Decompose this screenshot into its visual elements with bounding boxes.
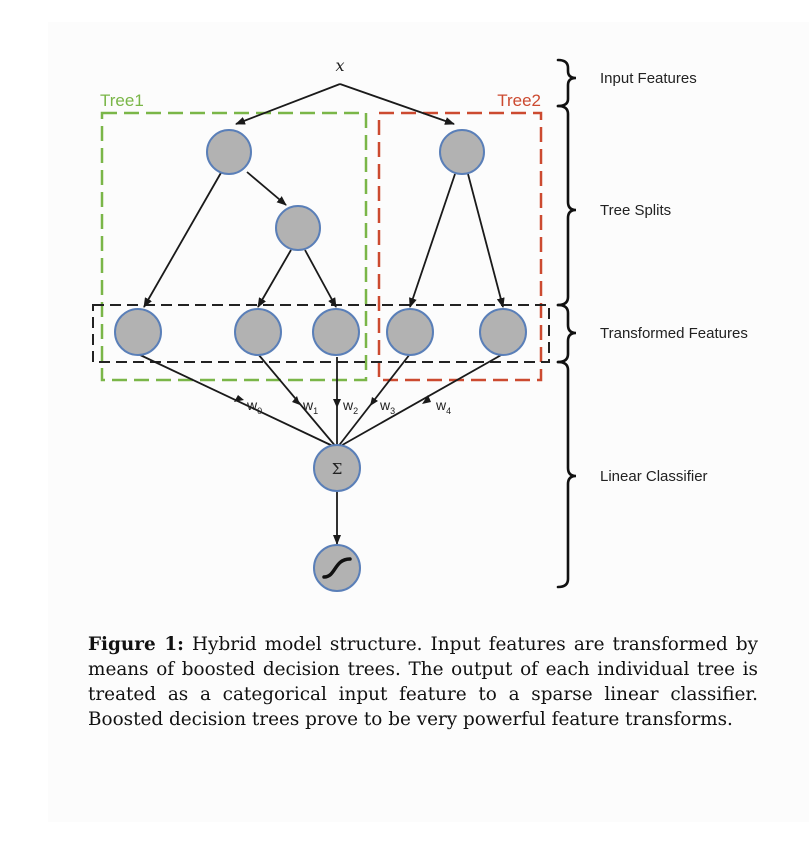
stage-labels: Input Features Tree Splits Transformed F… [600,70,748,485]
hybrid-model-diagram: x Tree1 Tree2 [92,56,748,592]
stage-label-linear-classifier: Linear Classifier [600,468,708,485]
edge-tree1-root-leaf1 [143,170,223,308]
sigmoid-icon [322,557,352,579]
arrowhead-w1 [292,396,300,405]
edge-input-tree2-root [339,83,455,125]
edge-tree1-inner-leaf2 [257,249,292,308]
weight-w3-base: w [379,397,391,413]
tree1-root-node [206,129,252,175]
leaf-node-5 [479,308,527,356]
arrowhead-w0 [234,395,244,402]
figure-caption: Figure 1: Hybrid model structure. Input … [88,632,758,732]
weight-arrowheads [234,395,431,408]
weight-label-w4: w4 [435,397,451,416]
stage-label-transformed-features: Transformed Features [600,325,748,342]
weight-label-w1: w1 [302,397,318,416]
weight-w1-base: w [302,397,314,413]
weight-label-w2: w2 [342,397,358,416]
weight-w0-sub: 0 [257,406,262,416]
weight-w4-base: w [435,397,447,413]
edge-tree1-root-inner [246,171,287,206]
brace-tree-splits [556,104,577,307]
stage-label-tree-splits: Tree Splits [600,202,671,219]
sum-node [313,444,361,492]
figure-caption-label: Figure 1: [88,634,184,655]
tree2-root-node [439,129,485,175]
weight-w2-base: w [342,397,354,413]
leaf-node-1 [114,308,162,356]
figure-panel [48,22,809,822]
edge-tree1-inner-leaf3 [304,249,337,308]
tree1-inner-node [275,205,321,251]
edge-leaf-w4 [336,353,504,449]
edge-tree2-root-leaf2 [467,173,505,308]
weight-label-w0: w0 [246,397,262,416]
weight-w2-sub: 2 [353,406,358,416]
weight-labels: w0 w1 w2 w3 w4 [246,397,451,416]
leaf-node-3 [312,308,360,356]
nodes [114,129,527,592]
tree2-group-box [377,111,543,382]
leaf-node-2 [234,308,282,356]
weight-w3-sub: 3 [390,406,395,416]
input-x-label: x [335,56,344,75]
tree1-group-box [100,111,368,382]
tree1-label: Tree1 [100,91,144,110]
weight-w0-base: w [246,397,258,413]
leaf-node-4 [386,308,434,356]
brace-linear-classifier [556,360,577,589]
stage-braces [556,58,577,589]
transformed-features-box [92,304,550,363]
weight-w4-sub: 4 [446,406,451,416]
weight-w1-sub: 1 [313,406,318,416]
edge-input-tree1-root [235,83,341,125]
weight-label-w3: w3 [379,397,395,416]
edge-tree2-root-leaf1 [409,173,456,308]
arrowhead-w2 [333,399,341,408]
brace-transformed-features [556,303,577,364]
brace-input-features [556,58,577,108]
arrowhead-w4 [422,395,431,404]
figure-caption-text: Hybrid model structure. Input features a… [88,634,758,730]
stage-label-input-features: Input Features [600,70,697,87]
tree2-label: Tree2 [497,91,541,110]
arrowhead-w3 [370,397,378,406]
sum-symbol: Σ [332,460,343,478]
